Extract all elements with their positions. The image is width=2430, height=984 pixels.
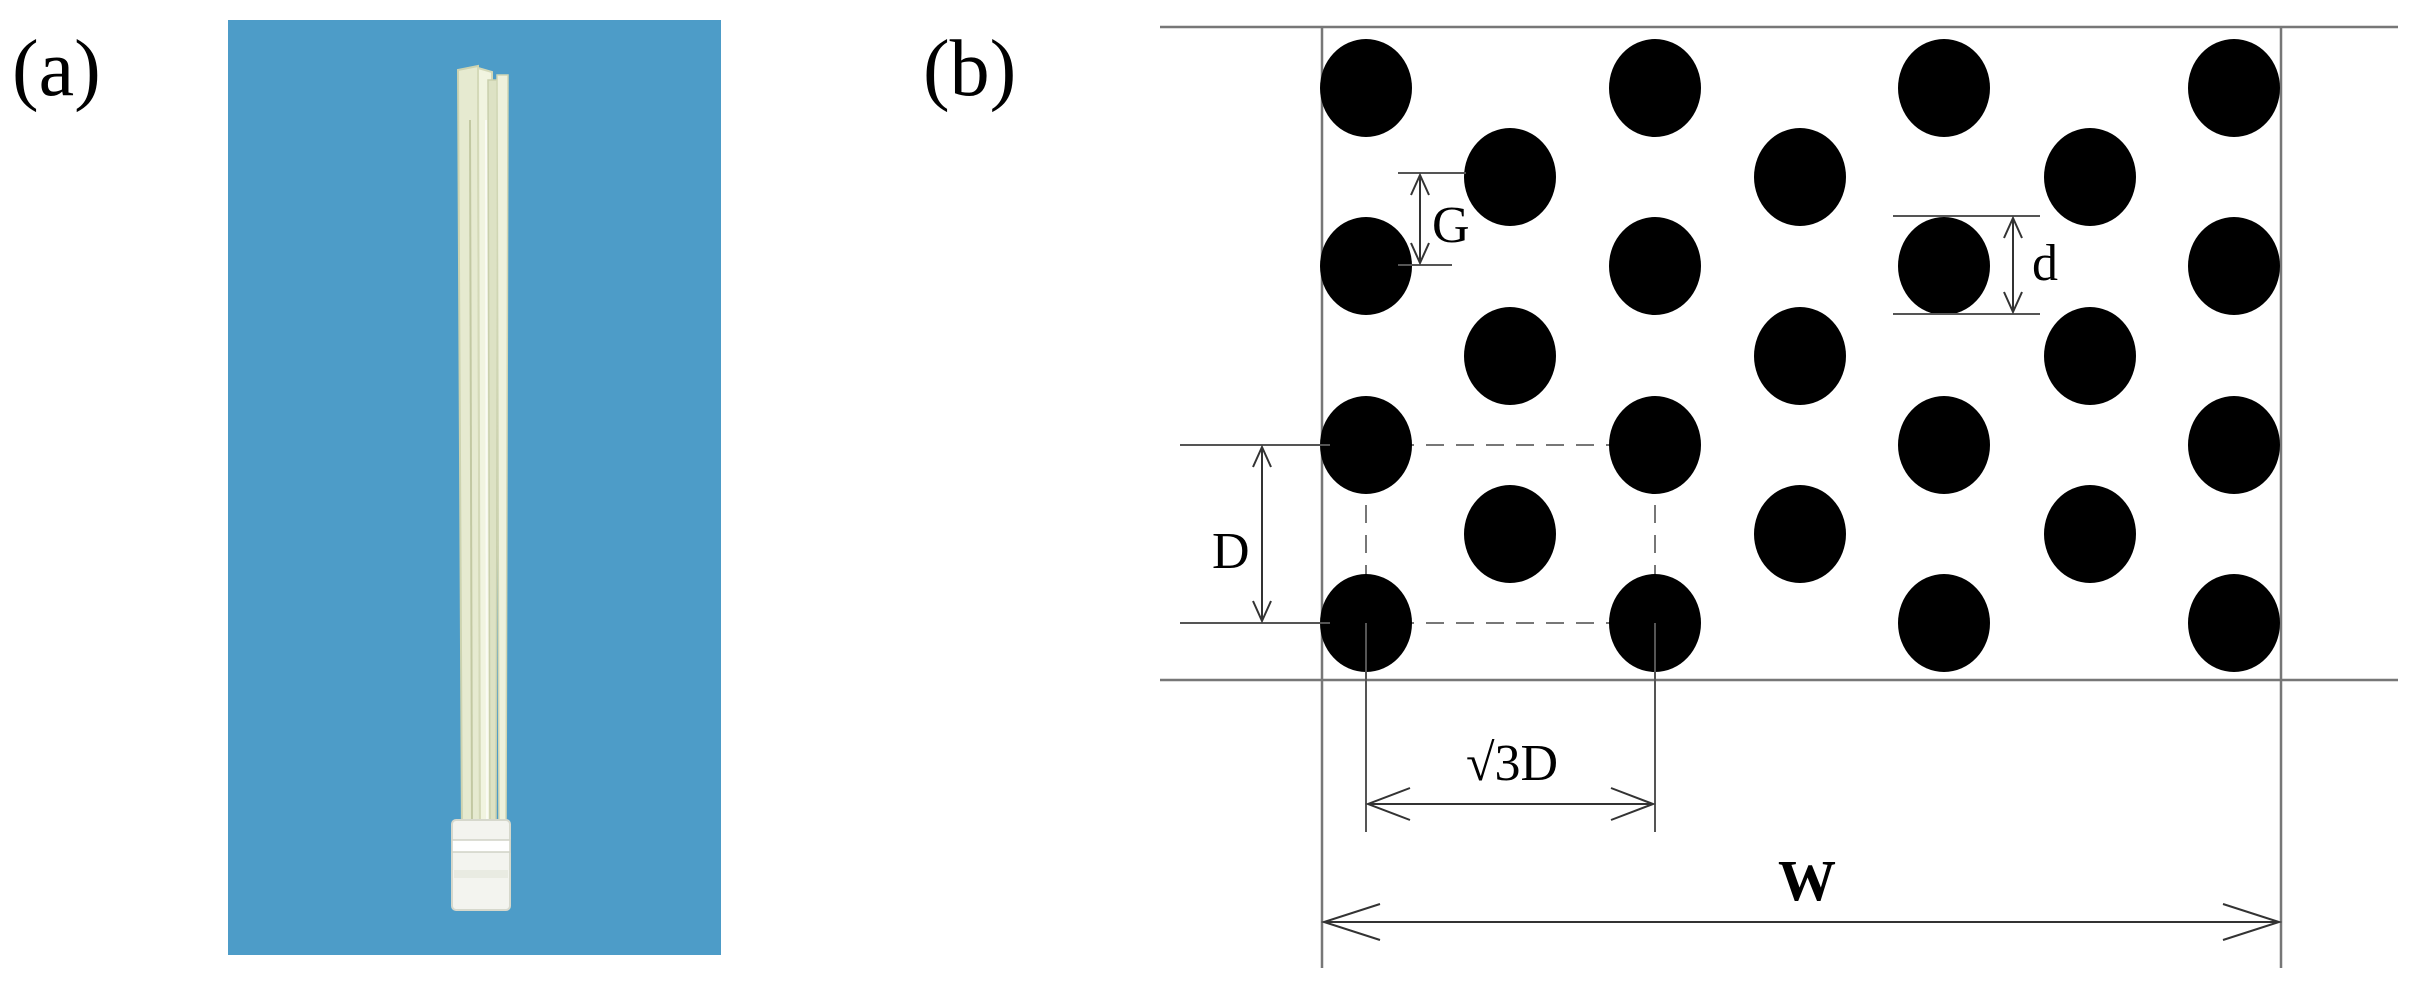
rod-5: [1320, 217, 1412, 315]
panel-a-label: (a): [12, 25, 101, 113]
rod-11: [1898, 396, 1990, 494]
column-pitch-label: √3D: [1466, 735, 1558, 792]
rod-7: [1898, 217, 1990, 315]
rod-19: [2044, 128, 2136, 226]
column-pitch-dimension: √3D: [1365, 623, 1656, 832]
row-pitch-dimension: D: [1180, 444, 1330, 624]
rod-16: [2188, 574, 2280, 672]
rod-20: [1464, 307, 1556, 405]
row-pitch-label: D: [1212, 523, 1250, 580]
rod-22: [2044, 307, 2136, 405]
rod-10: [1609, 396, 1701, 494]
rod-3: [1898, 39, 1990, 137]
rod-21: [1754, 307, 1846, 405]
unit-cell-dashed: [1365, 444, 1656, 624]
rod-23: [1464, 485, 1556, 583]
rod-2: [1609, 39, 1701, 137]
panel-b-label: (b): [923, 25, 1016, 113]
rod-8: [2188, 217, 2280, 315]
rod-array-diagram: G d D √3D: [1160, 25, 2398, 968]
rod-4: [2188, 39, 2280, 137]
gap-dimension: G: [1398, 172, 1470, 266]
rod-18: [1754, 128, 1846, 226]
rod-12: [2188, 396, 2280, 494]
rod-6: [1609, 217, 1701, 315]
fiber-bundle: [451, 64, 511, 911]
width-dimension: W: [1320, 848, 2283, 941]
wrapped-end: [451, 819, 511, 911]
rod-25: [2044, 485, 2136, 583]
rod-diameter-label: d: [2032, 235, 2058, 292]
rod-17: [1464, 128, 1556, 226]
rod-9: [1320, 396, 1412, 494]
rod-24: [1754, 485, 1846, 583]
rod-1: [1320, 39, 1412, 137]
rod-15: [1898, 574, 1990, 672]
rods-group: [1320, 39, 2280, 672]
width-label: W: [1778, 848, 1836, 913]
gap-label: G: [1432, 197, 1470, 254]
photo-panel: [228, 20, 721, 955]
rod-diameter-dimension: d: [1893, 215, 2058, 315]
